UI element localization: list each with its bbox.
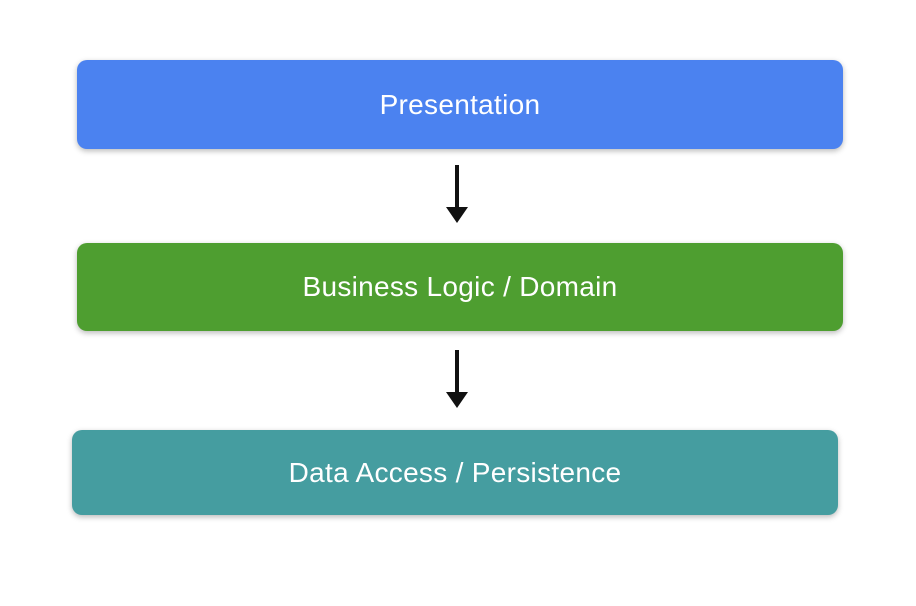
arrow-shaft: [455, 350, 459, 392]
arrow-shaft: [455, 165, 459, 207]
arrow-head: [446, 207, 468, 223]
node-data-access: Data Access / Persistence: [72, 430, 838, 515]
arrow-head: [446, 392, 468, 408]
node-business-logic-label: Business Logic / Domain: [302, 271, 618, 302]
node-presentation: Presentation: [77, 60, 843, 149]
node-presentation-label: Presentation: [379, 88, 541, 120]
node-data-access-label: Data Access / Persistence: [288, 456, 622, 488]
node-business-logic: Business Logic / Domain: [77, 243, 843, 331]
down-arrow-icon: [445, 165, 469, 223]
down-arrow-icon: [445, 350, 469, 408]
